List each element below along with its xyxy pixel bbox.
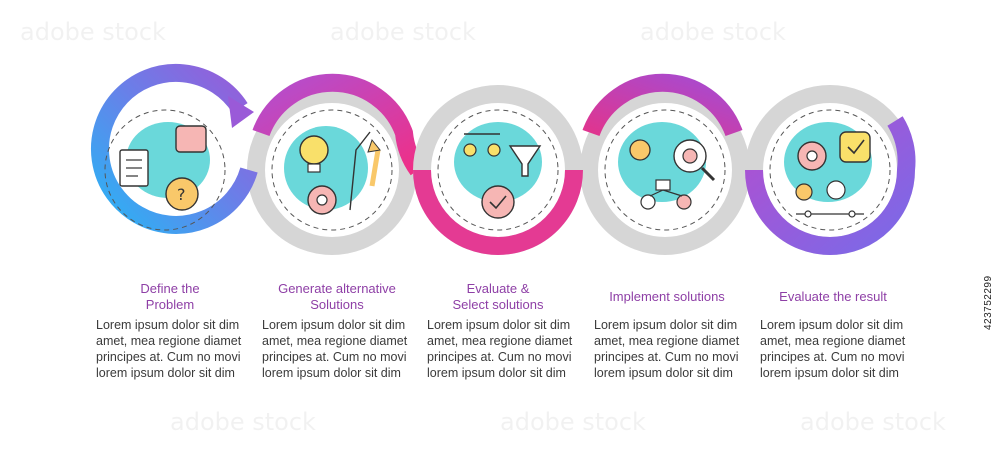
icon-problem-definition: ? — [104, 109, 226, 231]
svg-text:adobe stock: adobe stock — [800, 408, 946, 436]
svg-text:?: ? — [177, 185, 186, 204]
wave-arc-4 — [582, 73, 743, 137]
svg-text:adobe stock: adobe stock — [170, 408, 316, 436]
icon-idea-generation — [271, 109, 393, 231]
wave-arc-3 — [413, 169, 583, 255]
step-5-title: Evaluate the result — [779, 289, 887, 304]
step-3-description: Lorem ipsum dolor sit dim amet, mea regi… — [427, 318, 573, 380]
wave-arc-1-tip — [228, 96, 254, 128]
icon-evaluate-result — [769, 109, 891, 231]
step-4-title: Implement solutions — [609, 289, 725, 304]
step-3-title: Evaluate & Select solutions — [452, 281, 544, 312]
icon-implement-solutions — [604, 109, 726, 231]
step-4-description: Lorem ipsum dolor sit dim amet, mea regi… — [594, 318, 740, 380]
icon-evaluate-select — [437, 109, 559, 231]
stock-id: 423752299 — [983, 275, 994, 330]
watermark-pattern: adobe stock adobe stock adobe stock adob… — [20, 18, 946, 436]
wave-arc-2 — [252, 73, 426, 176]
svg-text:adobe stock: adobe stock — [20, 18, 166, 46]
wave-arc-1 — [90, 64, 258, 234]
ring-4 — [580, 85, 750, 255]
svg-text:adobe stock: adobe stock — [500, 408, 646, 436]
step-1-title: Define the Problem — [140, 281, 200, 312]
step-2-title: Generate alternative Solutions — [278, 281, 396, 312]
step-2-description: Lorem ipsum dolor sit dim amet, mea regi… — [262, 318, 408, 380]
wave-arc-5 — [745, 116, 916, 255]
step-1-description: Lorem ipsum dolor sit dim amet, mea regi… — [96, 318, 242, 380]
svg-text:adobe stock: adobe stock — [640, 18, 786, 46]
svg-text:adobe stock: adobe stock — [330, 18, 476, 46]
step-5-description: Lorem ipsum dolor sit dim amet, mea regi… — [760, 318, 906, 380]
